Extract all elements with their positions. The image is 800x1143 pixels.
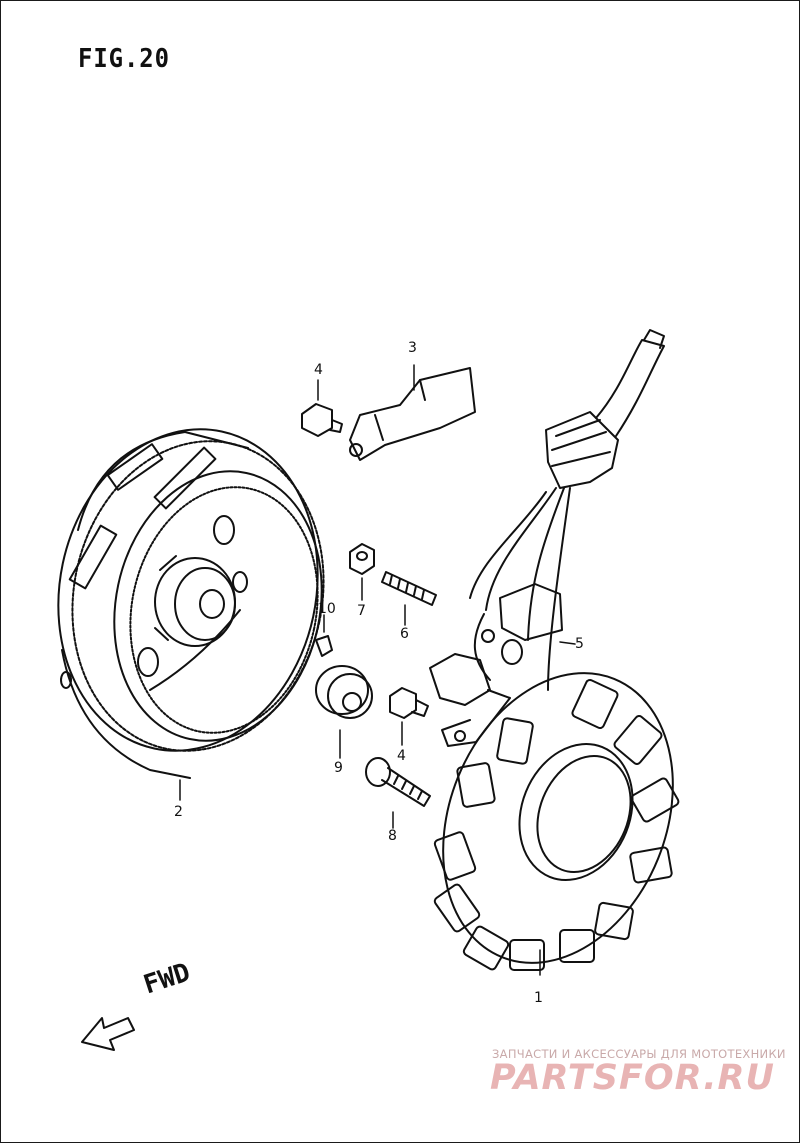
callout-7: 7: [357, 603, 366, 619]
wire-clamp-bracket: [349, 364, 476, 461]
stud-bolt-6: [381, 571, 437, 626]
callout-5: 5: [575, 636, 584, 652]
stator-assembly: [429, 329, 680, 976]
flywheel-rotor: [57, 428, 325, 801]
callout-1: 1: [534, 990, 543, 1006]
callout-10: 10: [318, 601, 336, 617]
screw-8: [365, 757, 431, 829]
bolt-top: [301, 379, 343, 437]
bolt-lower: [389, 687, 429, 746]
callout-4-lower: 4: [397, 748, 406, 764]
callout-3: 3: [408, 340, 417, 356]
watermark-logo: PARTSFOR.RU: [490, 1058, 775, 1098]
callout-8: 8: [388, 828, 397, 844]
callout-4-top: 4: [314, 362, 323, 378]
washer-nut-9: [315, 665, 373, 759]
forward-arrow-icon: [81, 1017, 135, 1051]
callout-9: 9: [334, 760, 343, 776]
callout-2: 2: [174, 804, 183, 820]
woodruff-key-10: [315, 614, 333, 657]
nut-7: [349, 543, 375, 601]
watermark-caption: ЗАПЧАСТИ И АКСЕССУАРЫ ДЛЯ МОТОТЕХНИКИ: [492, 1047, 786, 1061]
callout-6: 6: [400, 626, 409, 642]
figure-title: FIG.20: [78, 44, 170, 74]
